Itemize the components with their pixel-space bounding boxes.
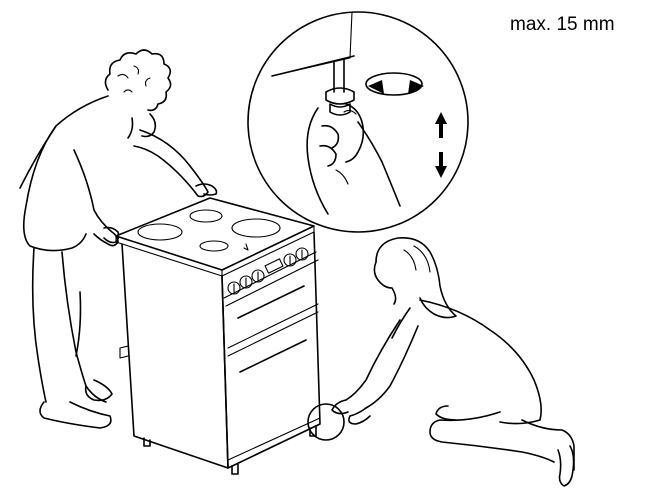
display-panel [265, 259, 283, 273]
foot-highlight-circle [308, 404, 344, 440]
woman-body [420, 300, 541, 424]
man-hair [105, 50, 170, 110]
man-torso [24, 96, 108, 251]
hand-adjusting-foot [307, 104, 400, 214]
lower-oven-door [228, 312, 320, 460]
cooker-front [222, 232, 320, 468]
cooker-appliance [116, 198, 320, 474]
man-arm-front [74, 150, 118, 246]
cooker-side [122, 244, 228, 468]
man-shoes [40, 380, 112, 428]
upper-door-handle [238, 286, 304, 318]
woman-arms [346, 320, 418, 408]
man-legs [33, 248, 106, 402]
up-down-arrows-icon [435, 112, 447, 178]
woman-legs [430, 412, 574, 470]
max-height-label: max. 15 mm [510, 14, 615, 36]
man-arm-back [134, 130, 208, 197]
foot-detail-inset [248, 12, 468, 232]
woman-feet [436, 406, 574, 486]
kneeling-woman-figure [332, 238, 574, 486]
rotate-arrows-icon [366, 73, 424, 95]
